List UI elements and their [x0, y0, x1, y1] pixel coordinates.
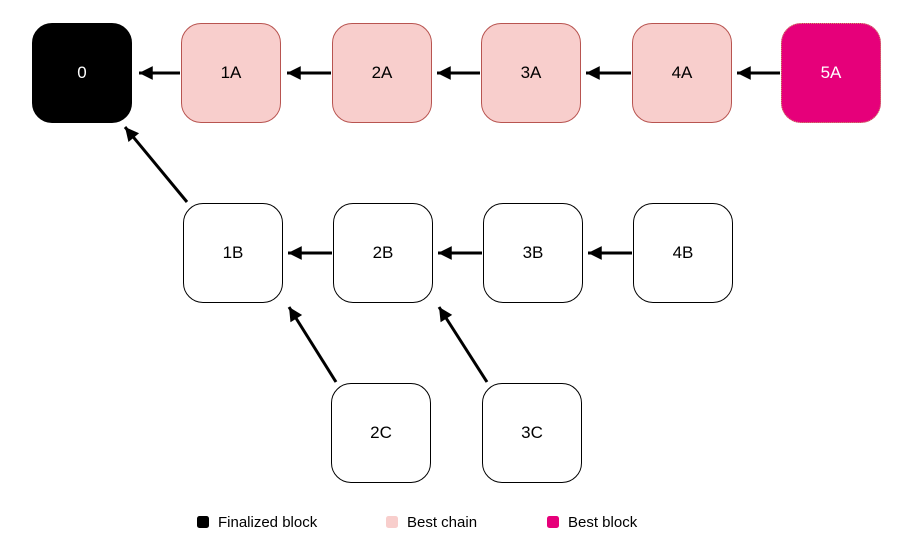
block-3A: 3A [481, 23, 581, 123]
block-5A: 5A [781, 23, 881, 123]
block-3B: 3B [483, 203, 583, 303]
edge-3C-2B [437, 306, 489, 383]
block-4B: 4B [633, 203, 733, 303]
legend-label: Best block [568, 513, 638, 531]
best-chain-swatch-icon [386, 516, 398, 528]
best-block-swatch-icon [547, 516, 559, 528]
block-1B: 1B [183, 203, 283, 303]
edge-2C-1B [287, 306, 338, 383]
block-0: 0 [32, 23, 132, 123]
finalized-block-swatch-icon [197, 516, 209, 528]
legend-label: Finalized block [218, 513, 318, 531]
legend-item-best-block: Best block [547, 512, 637, 532]
legend: Finalized block Best chain Best block [0, 512, 912, 536]
legend-item-finalized-block: Finalized block [197, 512, 317, 532]
edge-1B-0 [123, 126, 189, 203]
block-1A: 1A [181, 23, 281, 123]
legend-label: Best chain [407, 513, 478, 531]
block-2C: 2C [331, 383, 431, 483]
block-2A: 2A [332, 23, 432, 123]
block-3C: 3C [482, 383, 582, 483]
block-4A: 4A [632, 23, 732, 123]
legend-item-best-chain: Best chain [386, 512, 477, 532]
block-2B: 2B [333, 203, 433, 303]
